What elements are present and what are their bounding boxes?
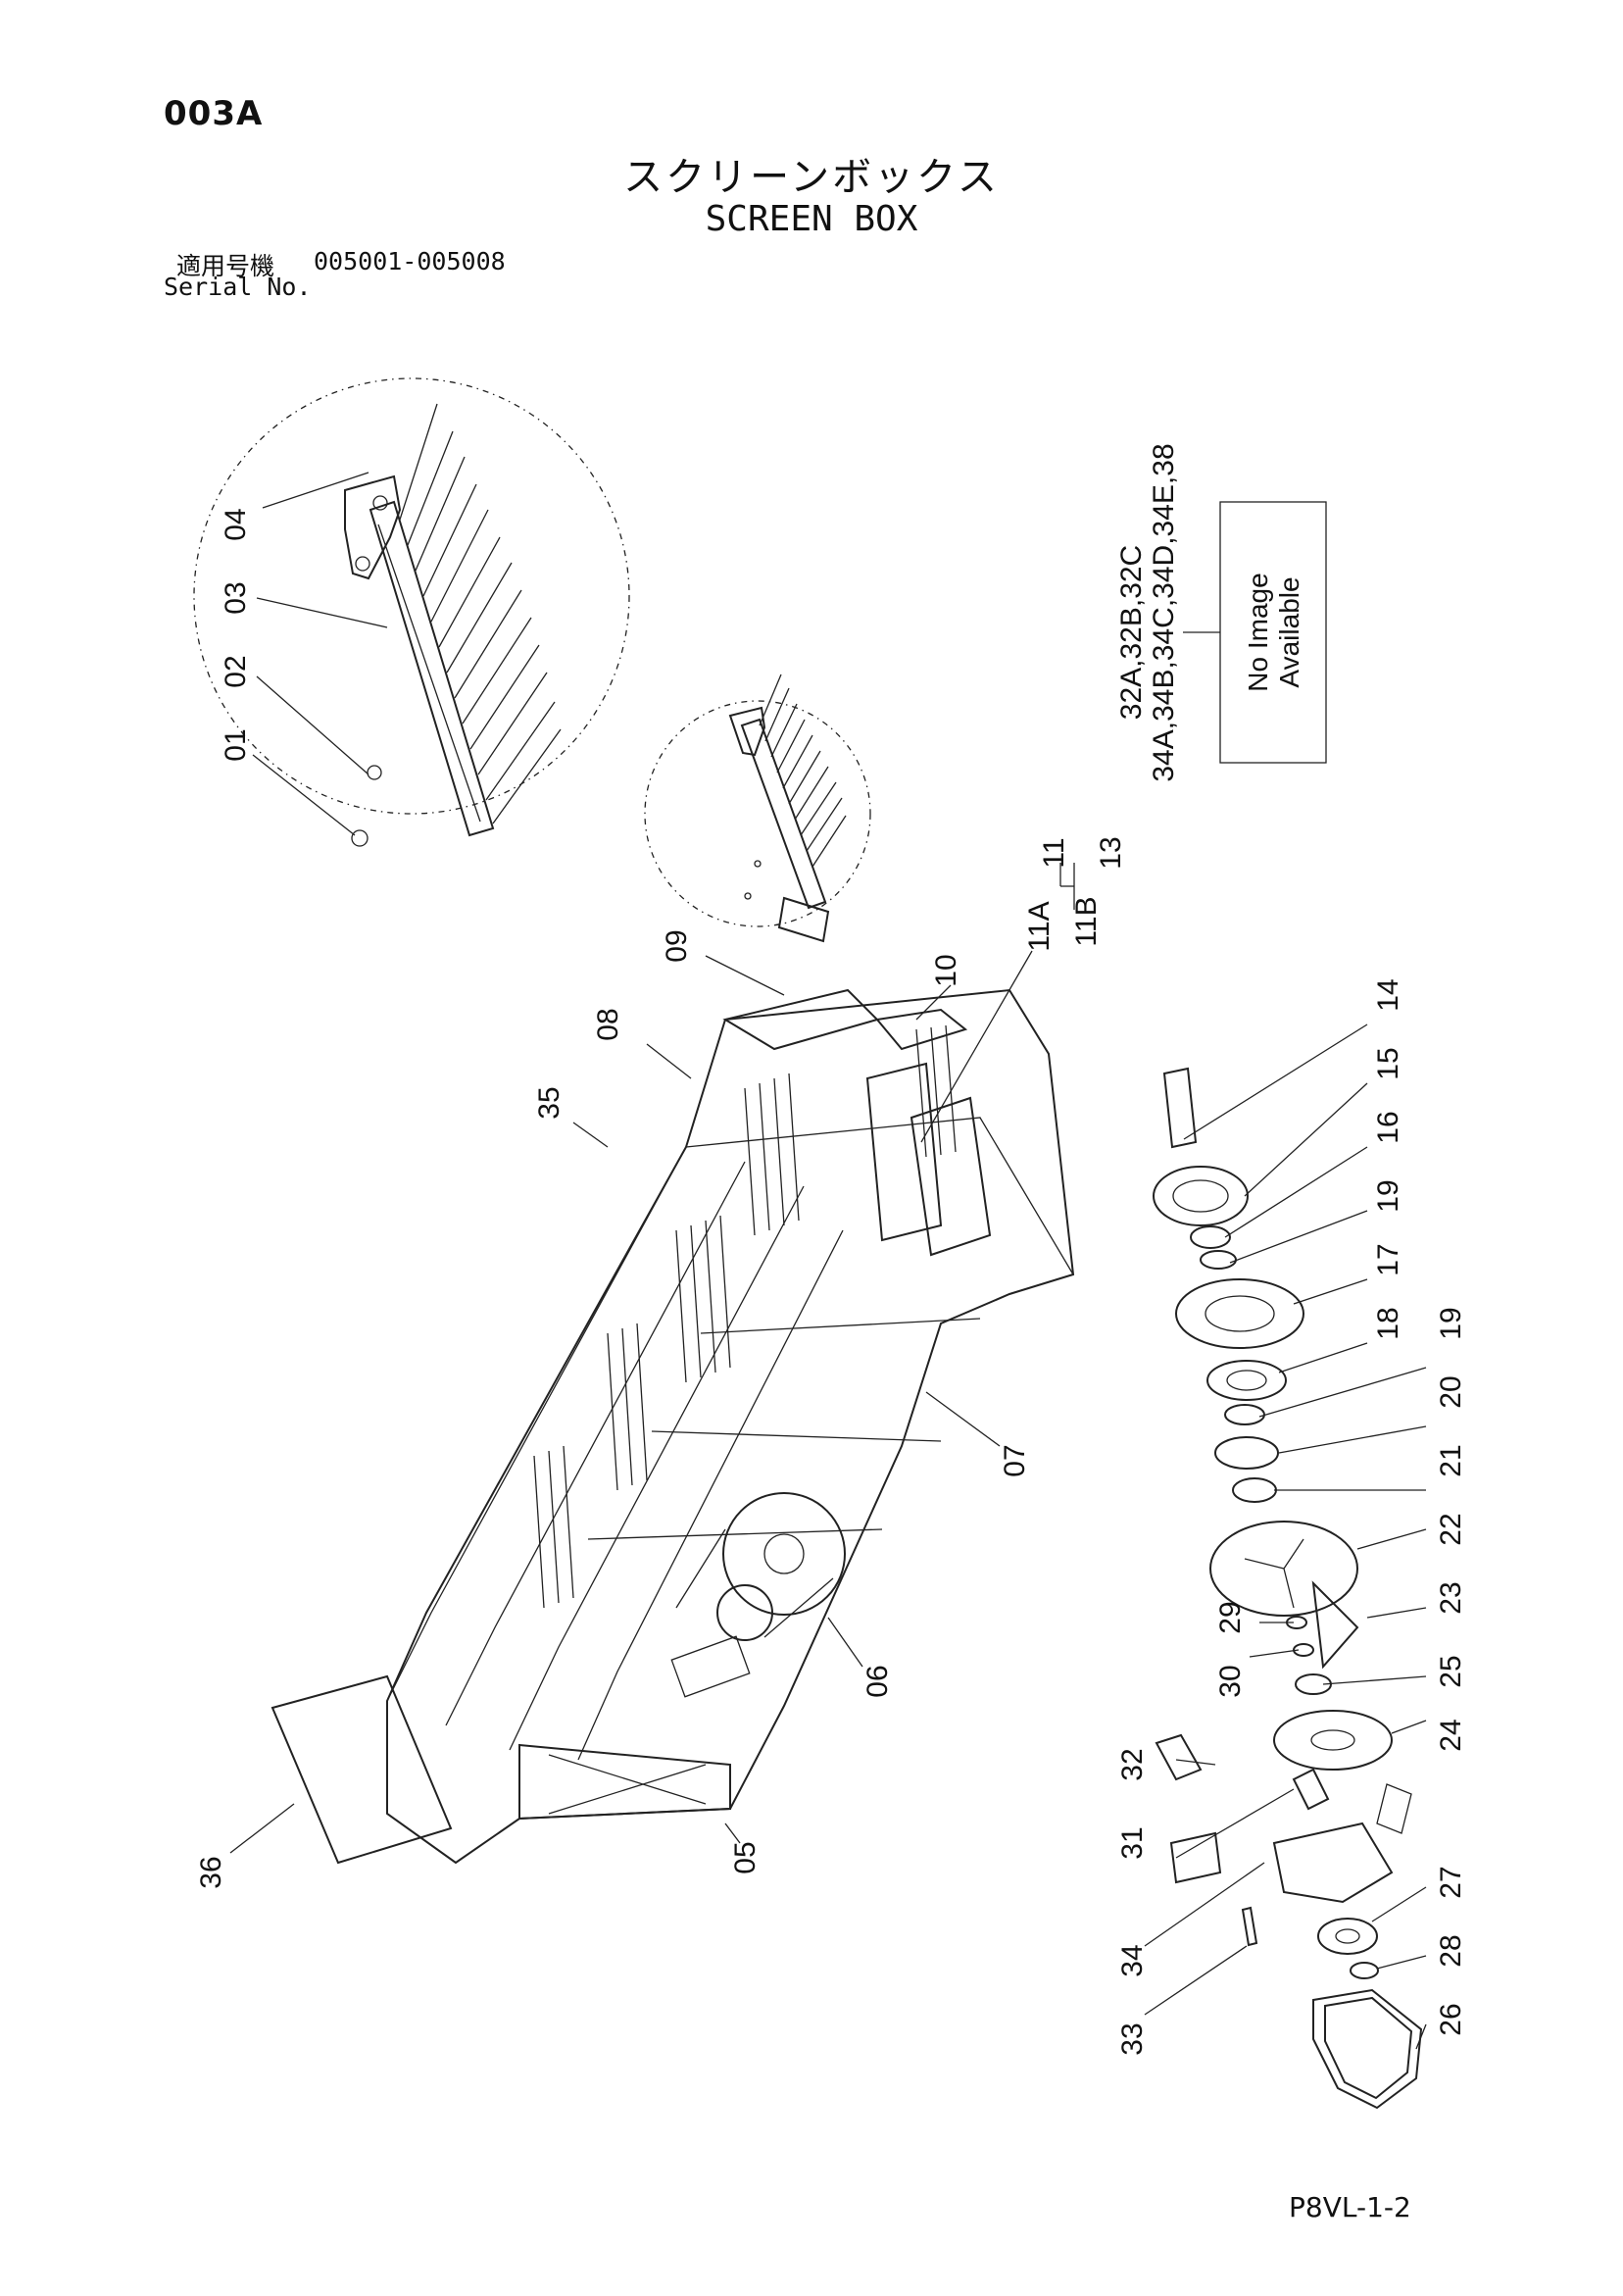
screen-rods [399, 403, 562, 824]
callout-34: 34 [1116, 1944, 1149, 1976]
callout-18: 18 [1372, 1307, 1404, 1339]
drive-parts [1153, 1067, 1423, 2110]
callout-04: 04 [220, 508, 252, 540]
callout-02: 02 [220, 655, 252, 687]
callout-21: 21 [1435, 1444, 1467, 1476]
page-title-jp: スクリーンボックス [623, 155, 1000, 200]
callout-15: 15 [1372, 1047, 1404, 1079]
shaft-14 [1162, 1067, 1198, 1149]
leader-lines [229, 472, 1427, 2050]
callout-36: 36 [195, 1856, 227, 1888]
no-image-text-2: Available [1274, 576, 1304, 687]
callout-11: 11 [1038, 837, 1070, 868]
callout-17: 17 [1372, 1243, 1404, 1275]
serial-value: 005001-005008 [314, 247, 506, 275]
callout-03: 03 [220, 581, 252, 614]
detail-circle-small [644, 674, 871, 943]
callout-24: 24 [1435, 1719, 1467, 1751]
callout-33: 33 [1116, 2022, 1149, 2055]
page-reference: P8VL-1-2 [1289, 2191, 1411, 2223]
detail-circle-large [193, 377, 630, 847]
callout-19-upper: 19 [1372, 1179, 1404, 1212]
callout-29: 29 [1214, 1601, 1247, 1633]
callout-22: 22 [1435, 1513, 1467, 1545]
page-code: 003A [164, 94, 264, 133]
part-callouts: 01 02 03 04 05 06 07 08 09 10 11 11A 11B… [195, 508, 1467, 2055]
callout-05: 05 [729, 1841, 762, 1873]
callout-09: 09 [661, 929, 693, 962]
callout-26: 26 [1435, 2003, 1467, 2035]
callout-32: 32 [1116, 1748, 1149, 1780]
callout-28: 28 [1435, 1934, 1467, 1967]
callout-16: 16 [1372, 1111, 1404, 1143]
callout-01: 01 [220, 728, 252, 761]
callout-07: 07 [999, 1444, 1031, 1476]
callout-23: 23 [1435, 1581, 1467, 1614]
callout-19-lower: 19 [1435, 1307, 1467, 1339]
callout-27: 27 [1435, 1866, 1467, 1898]
callout-35: 35 [533, 1086, 566, 1119]
callout-10: 10 [930, 954, 962, 986]
screen-panels [533, 1024, 957, 1609]
page-title-en: SCREEN BOX [705, 199, 918, 239]
callout-14: 14 [1372, 978, 1404, 1011]
serial-label-en: Serial No. [164, 273, 312, 301]
screen-box-assembly [270, 988, 1075, 1865]
callout-13: 13 [1095, 836, 1127, 869]
callout-31: 31 [1116, 1826, 1149, 1859]
serial-label-jp: 適用号機 [176, 252, 275, 280]
no-image-parts-2: 34A,34B,34C,34D,34E,38 [1148, 443, 1180, 781]
callout-11a: 11A [1023, 901, 1056, 951]
callout-08: 08 [592, 1008, 624, 1040]
no-image-parts-1: 32A,32B,32C [1115, 545, 1148, 720]
callout-25: 25 [1435, 1655, 1467, 1687]
no-image-text-1: No Image [1243, 573, 1273, 691]
callout-11b: 11B [1070, 896, 1103, 946]
no-image-placeholder: No Image Available 32A,32B,32C 34A,34B,3… [1115, 443, 1327, 782]
callout-20: 20 [1435, 1375, 1467, 1408]
callout-30: 30 [1214, 1665, 1247, 1697]
callout-06: 06 [861, 1665, 894, 1697]
